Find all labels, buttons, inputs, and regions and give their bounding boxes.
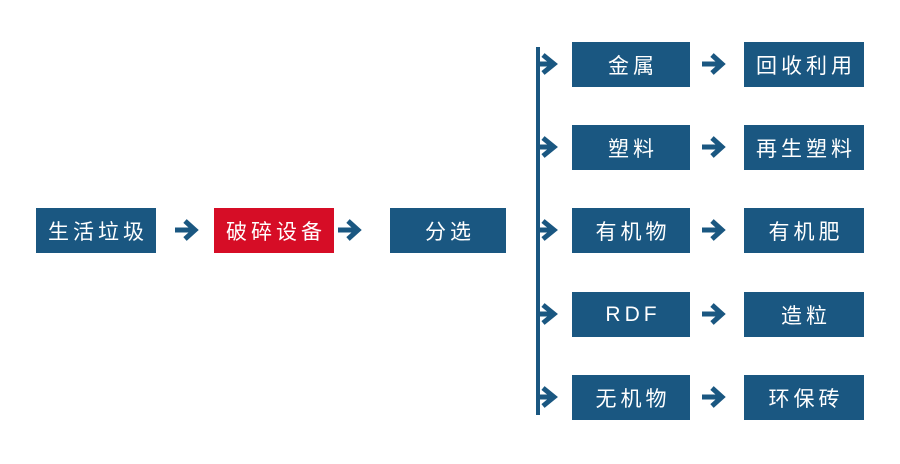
node-metal: 金属 [572,42,690,87]
node-recycled-plastic: 再生塑料 [744,125,864,170]
node-plastic: 塑料 [572,125,690,170]
arrow-right-icon [702,136,726,158]
branch-arrow-icon [538,303,558,325]
arrow-right-icon [702,53,726,75]
node-organic-fertilizer: 有机肥 [744,208,864,253]
node-granulation: 造粒 [744,292,864,337]
node-crushing-equipment: 破碎设备 [214,208,334,253]
branch-arrow-icon [538,219,558,241]
node-rdf: RDF [572,292,690,337]
node-eco-brick: 环保砖 [744,375,864,420]
arrow-right-icon [702,303,726,325]
arrow-right-icon [702,219,726,241]
node-inorganic: 无机物 [572,375,690,420]
branch-arrow-icon [538,53,558,75]
arrow-right-icon [175,219,199,241]
branch-arrow-icon [538,136,558,158]
node-recycling: 回收利用 [744,42,864,87]
arrow-right-icon [338,219,362,241]
arrow-right-icon [702,386,726,408]
node-household-waste: 生活垃圾 [36,208,156,253]
node-organic: 有机物 [572,208,690,253]
branch-arrow-icon [538,386,558,408]
node-sorting: 分选 [390,208,506,253]
